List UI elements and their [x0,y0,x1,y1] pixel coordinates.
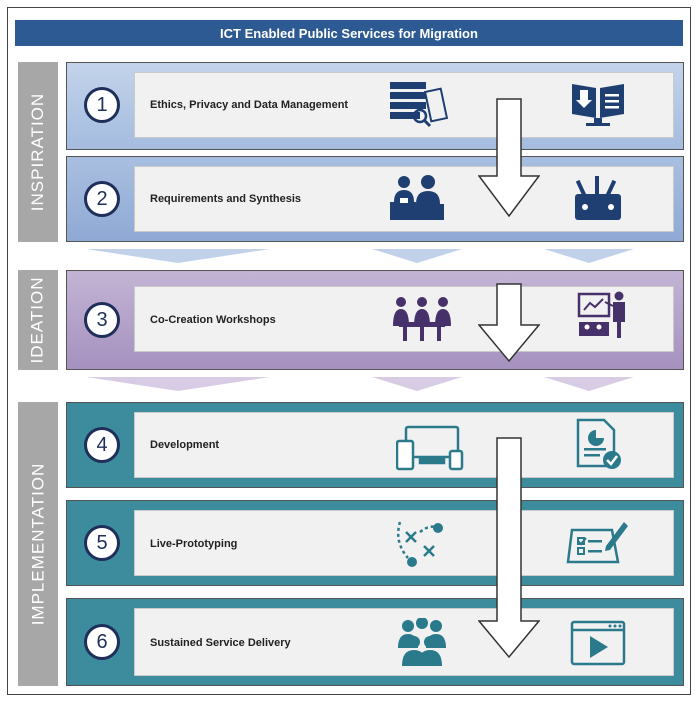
step-label-2: Requirements and Synthesis [150,193,301,205]
meeting-people-icon [390,175,444,220]
video-player-icon [570,620,626,666]
step-number-6: 6 [84,624,120,660]
down-arrow-ideation [478,283,540,363]
down-arrow-inspiration [478,98,540,218]
chevron-down-icon [372,249,462,263]
strategy-play-icon [397,521,443,567]
down-arrow-implementation [478,437,540,659]
checklist-pen-icon [566,522,628,564]
phase-label-inspiration: INSPIRATION [18,62,58,242]
workshop-table-icon [393,297,451,341]
step-label-1: Ethics, Privacy and Data Management [150,99,349,111]
step-label-4: Development [150,439,220,451]
step-label-6: Sustained Service Delivery [150,637,291,649]
step-number-2: 2 [84,181,120,217]
chevron-down-icon [86,249,270,263]
step-number-4: 4 [84,427,120,463]
diagram-title: ICT Enabled Public Services for Migratio… [15,20,683,46]
phase-label-implementation: IMPLEMENTATION [18,402,58,686]
chevron-down-icon [372,377,462,391]
step-number-1: 1 [84,87,120,123]
chevron-down-icon [544,377,634,391]
step-label-5: Live-Prototyping [150,538,238,550]
report-checked-icon [576,418,621,469]
step-number-5: 5 [84,525,120,561]
chevron-down-icon [544,249,634,263]
step-label-3: Co-Creation Workshops [150,314,276,326]
toolbox-icon [575,176,621,220]
presentation-icon [577,291,625,338]
chevron-down-icon [86,377,270,391]
phase-label-ideation: IDEATION [18,270,58,370]
community-group-icon [398,618,446,666]
book-download-monitor-icon [572,84,624,126]
step-number-3: 3 [84,302,120,338]
documents-search-icon [390,82,449,128]
multi-device-icon [396,425,464,471]
